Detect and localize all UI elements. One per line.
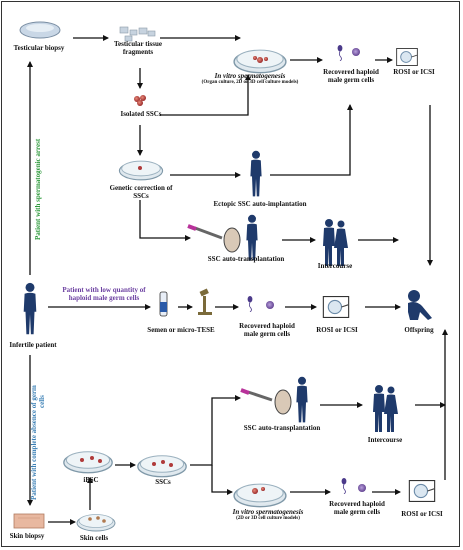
label-infertile-patient: Infertile patient [9,341,57,349]
offspring-baby-illustration [408,290,432,320]
semen-tube-illustration [159,291,168,317]
label-recovered-bottom-2: male germ cells [333,508,381,516]
label-recovered-bottom-1: Recovered haploid [329,500,385,508]
sscs-dish-bottom [137,455,187,478]
arrow-sscs-split [190,395,241,466]
flow-arrows [27,35,448,525]
label-spermatogenic-arrest: Patient with spermatogenic arrest [34,138,42,240]
label-ivs-bottom-title: In vitro spermatogenesis [232,508,304,516]
label-ivs-bottom-sub: (2D or 3D cell culture models) [236,516,300,521]
label-rosi-top: ROSI or ICSI [393,68,435,76]
haploid-cell-top [337,45,360,61]
rosi-icon-top [396,48,418,66]
label-ssc-auto-bottom: SSC auto-transplantation [243,424,321,432]
label-isolated-sscs: Isolated SSCs [120,110,162,118]
label-intercourse-top: Intercourse [317,262,353,270]
label-skin-biopsy: Skin biopsy [9,532,45,540]
label-intercourse-bottom: Intercourse [367,436,403,444]
label-complete-absence-1: Patient with complete absence of germ [30,385,38,500]
label-ssc-auto-top: SSC auto-transplantation [207,255,285,263]
infertile-patient-figure [23,282,37,335]
arrow-isolated-to-ivs [160,74,251,116]
label-ipsc: iPSC [83,476,99,484]
skin-biopsy-illustration [13,513,45,529]
skin-cells-dish [76,514,116,532]
label-low-quantity-2: haploid male germ cells [68,294,140,302]
testicular-biopsy-illustration [19,21,61,39]
label-ivs-top-sub: (Organ culture, 2D or 3D cell culture mo… [201,80,299,85]
arrow-sscs-to-ivs-bottom [211,465,233,495]
auto-transplant-top-illustration [187,214,258,261]
ivs-dish-bottom [233,483,287,508]
rosi-icon-bottom [408,480,436,502]
arrow-genetic-to-auto [139,200,191,241]
label-low-quantity-1: Patient with low quantity of [62,286,146,294]
microscope-illustration [198,288,212,315]
auto-transplant-bottom-illustration [240,376,308,423]
label-tissue-fragments-2: fragments [122,48,154,56]
label-semen: Semen or micro-TESE [147,326,215,334]
label-recovered-mid-1: Recovered haploid [239,322,295,330]
label-skin-cells: Skin cells [79,534,109,542]
label-ivs-top-title: In vitro spermatogenesis [214,72,286,80]
ipsc-dish [63,451,113,474]
label-tissue-fragments-1: Testicular tissue [113,40,163,48]
haploid-cell-mid [247,296,274,312]
label-rosi-mid: ROSI or ICSI [316,326,358,334]
label-ectopic: Ectopic SSC auto-implantation [213,200,307,208]
tissue-fragments-illustration [119,26,156,42]
label-recovered-top-1: Recovered haploid [323,68,379,76]
label-offspring: Offspring [404,326,434,334]
label-testicular-biopsy: Testicular biopsy [13,44,65,52]
couple-top [323,219,348,266]
label-recovered-top-2: male germ cells [327,76,375,84]
couple-bottom [373,385,398,432]
ivs-dish-top [233,49,287,74]
isolated-sscs-illustration [134,95,146,106]
ectopic-man-figure [250,150,262,197]
label-rosi-bottom: ROSI or ICSI [401,510,443,518]
haploid-cell-bottom [341,478,366,494]
label-genetic-2: SSCs [133,192,149,200]
label-sscs-bottom: SSCs [155,478,171,486]
label-recovered-mid-2: male germ cells [243,330,291,338]
label-genetic-1: Genetic correction of [109,184,173,192]
arrow-ectopic-to-recovered [270,104,353,176]
rosi-icon-mid [322,296,350,318]
genetic-correction-dish [118,160,164,181]
label-complete-absence-2: cells [38,395,46,408]
